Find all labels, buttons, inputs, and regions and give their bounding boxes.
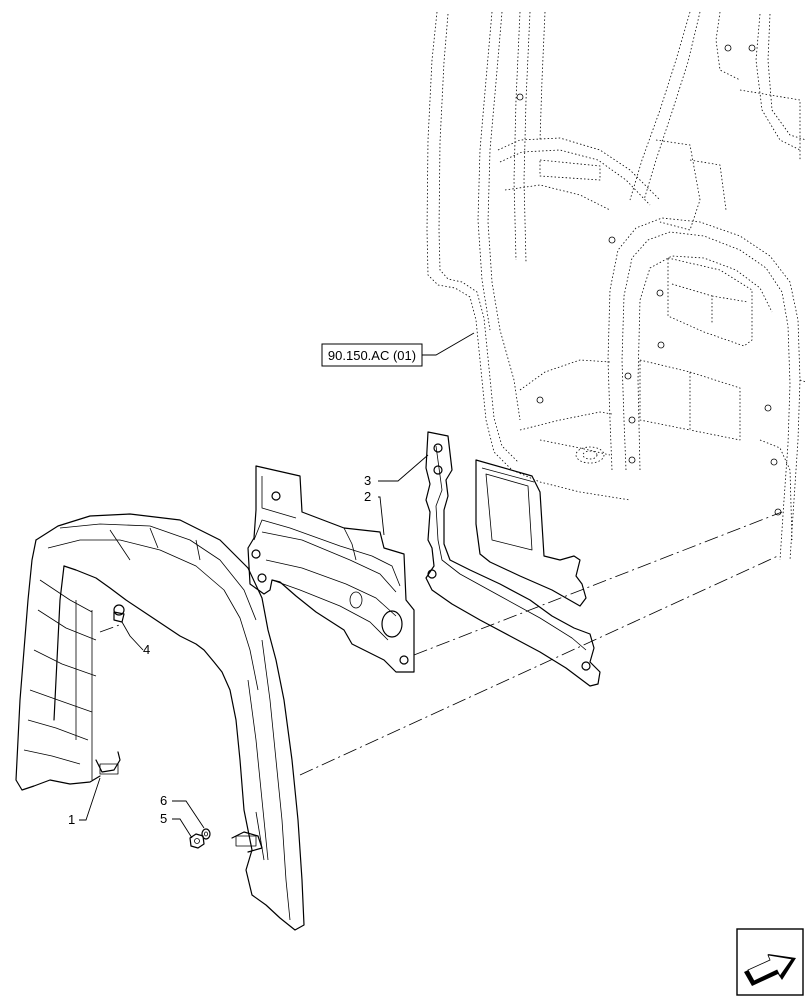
alignment-centerlines [99,511,783,776]
cab-outline [426,11,807,561]
part-2-bracket [247,465,415,673]
reference-label[interactable]: 90.150.AC (01) [328,348,416,363]
part-3-seal [425,431,601,687]
callout-leaders [79,332,475,839]
callout-6: 6 [160,793,167,808]
view-direction-arrow-icon[interactable] [736,928,804,996]
part-5-nut [189,833,205,849]
reference-link[interactable]: 90.150.AC (01) [321,343,423,367]
callout-2: 2 [364,489,371,504]
part-6-washer [201,828,211,840]
part-4-clip [113,604,125,623]
callout-3: 3 [364,473,371,488]
part-1-trim-panel [15,513,305,931]
callout-1: 1 [68,812,75,827]
callout-5: 5 [160,811,167,826]
callout-4: 4 [143,642,150,657]
